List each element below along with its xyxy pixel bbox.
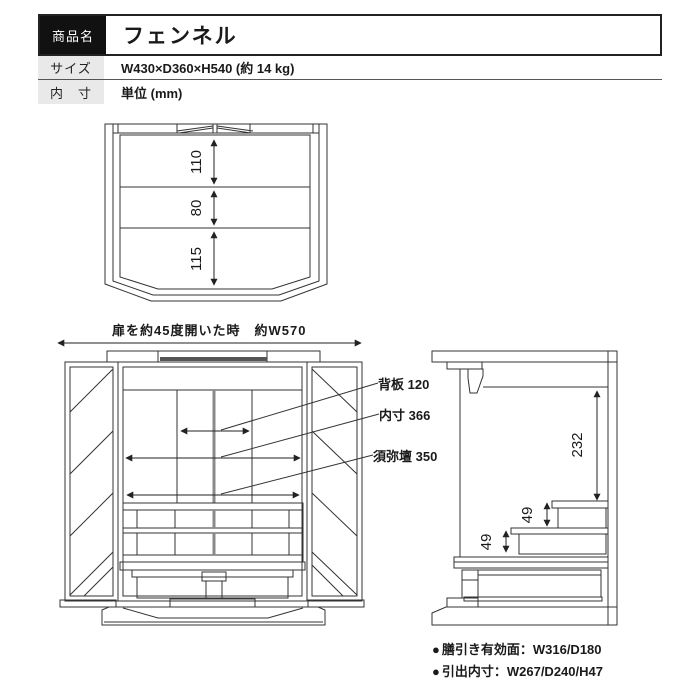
footnote-drawer-text: 引出内寸：W267/D240/H47	[441, 664, 603, 679]
table-row: 内 寸 単位 (mm)	[38, 80, 662, 104]
bullet-icon: ●	[432, 642, 440, 657]
spec-table: 商品名 フェンネル サイズ W430×D360×H540 (約 14 kg) 内…	[38, 14, 662, 104]
top-depth-1-label: 110	[188, 150, 205, 174]
door-open-note: 扉を約45度開いた時 約W570	[112, 323, 307, 338]
shumidan-shelves	[122, 502, 304, 563]
left-door	[59, 361, 119, 608]
inner-dim-label: 内 寸	[38, 80, 104, 104]
step-height-2-label: 49	[478, 534, 495, 551]
footnote-tray: ●膳引き有効面：W316/D180	[432, 639, 603, 661]
footnote-drawer: ●引出内寸：W267/D240/H47	[432, 661, 603, 683]
top-depth-3-label: 115	[188, 247, 205, 271]
side-height-label: 232	[569, 432, 586, 457]
inner-width-label: 内寸 366	[379, 408, 431, 423]
side-view-drawing: 232 49 49	[431, 350, 618, 626]
table-row: 商品名 フェンネル	[38, 14, 662, 56]
product-name-label: 商品名	[40, 16, 106, 54]
bullet-icon: ●	[432, 664, 440, 679]
footnotes: ●膳引き有効面：W316/D180 ●引出内寸：W267/D240/H47	[432, 639, 603, 683]
right-door	[306, 361, 365, 608]
table-row: サイズ W430×D360×H540 (約 14 kg)	[38, 56, 662, 80]
front-view-drawing	[59, 350, 380, 626]
size-value: W430×D360×H540 (約 14 kg)	[121, 61, 295, 76]
size-label: サイズ	[38, 56, 104, 79]
backboard-label: 背板 120	[378, 377, 430, 392]
top-view-drawing: 110 80 115	[104, 123, 328, 302]
shumidan-label: 須弥壇 350	[373, 449, 438, 464]
top-depth-2-label: 80	[188, 200, 205, 217]
product-name-value: フェンネル	[123, 25, 238, 48]
footnote-tray-text: 膳引き有効面：W316/D180	[441, 642, 602, 657]
step-height-1-label: 49	[519, 507, 536, 524]
unit-note: 単位 (mm)	[121, 85, 183, 101]
front-base	[101, 561, 326, 626]
